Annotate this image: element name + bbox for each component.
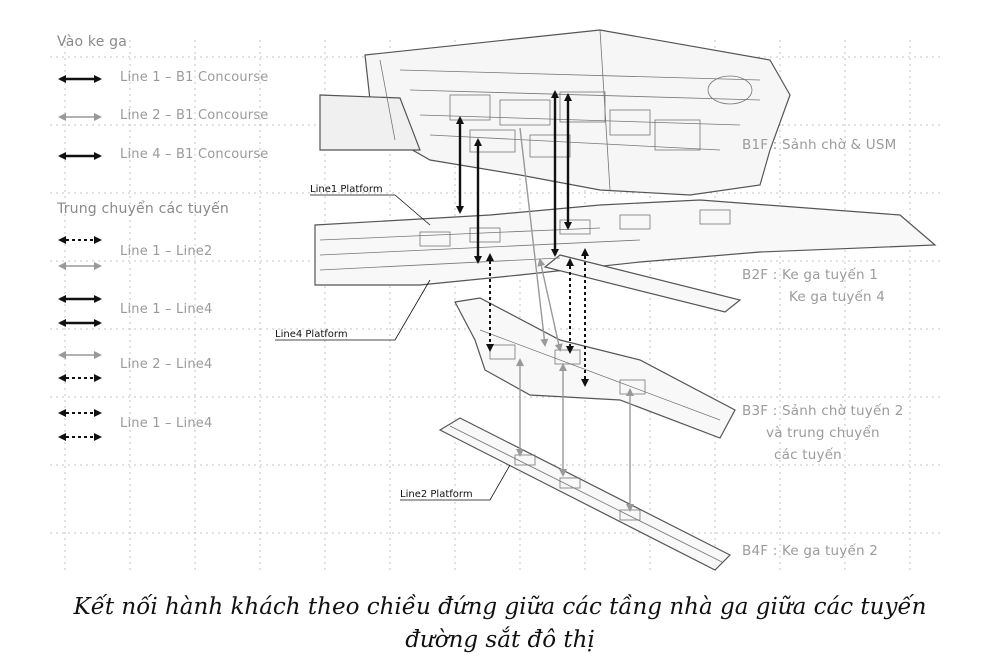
- b3-plan: [454, 297, 736, 439]
- legend-item-line1-line2: Line 1 – Line2: [120, 244, 213, 259]
- floor-b2-line1: B2F : Ke ga tuyến 1: [742, 267, 879, 283]
- floor-label-b4: B4F : Ke ga tuyến 2: [742, 540, 878, 562]
- platform-label-line1: Line1 Platform: [310, 184, 383, 195]
- legend-item-line2-line4: Line 2 – Line4: [120, 357, 213, 372]
- floor-b3-line3: các tuyến: [774, 447, 842, 463]
- legend-title-transfer: Trung chuyển các tuyến: [57, 201, 229, 217]
- floor-b1-line1: B1F : Sảnh chờ & USM: [742, 137, 897, 153]
- legend-item-line4-b1: Line 4 – B1 Concourse: [120, 147, 269, 162]
- b1-concourse-plan: [319, 29, 791, 196]
- connection-arrows: [456, 90, 634, 512]
- caption-line-1: Kết nối hành khách theo chiều đứng giữa …: [73, 594, 927, 620]
- floor-b4-line1: B4F : Ke ga tuyến 2: [742, 543, 879, 559]
- platform-label-line2: Line2 Platform: [400, 489, 473, 500]
- caption-line-2: đường sắt đô thị: [405, 627, 595, 653]
- legend-item-line1-line4-dashed: Line 1 – Line4: [120, 416, 213, 431]
- floor-label-b2: B2F : Ke ga tuyến 1 Ke ga tuyến 4: [742, 264, 885, 308]
- platform-label-line4: Line4 Platform: [275, 329, 348, 340]
- legend-arrow-samples: [58, 75, 102, 441]
- platform-label-leaders: [275, 194, 511, 501]
- legend-item-line1-b1: Line 1 – B1 Concourse: [120, 70, 269, 85]
- floor-label-b1: B1F : Sảnh chờ & USM: [742, 134, 896, 156]
- legend-item-line1-line4: Line 1 – Line4: [120, 302, 213, 317]
- floor-b3-line2: và trung chuyển: [766, 425, 880, 441]
- legend-item-line2-b1: Line 2 – B1 Concourse: [120, 108, 269, 123]
- legend-title-platform-access: Vào ke ga: [57, 34, 128, 50]
- floor-label-b3: B3F : Sảnh chờ tuyến 2 và trung chuyển c…: [742, 400, 904, 466]
- floor-b2-line2: Ke ga tuyến 4: [789, 289, 886, 305]
- floor-b3-line1: B3F : Sảnh chờ tuyến 2: [742, 403, 904, 419]
- b4-platform-plan: [438, 417, 732, 571]
